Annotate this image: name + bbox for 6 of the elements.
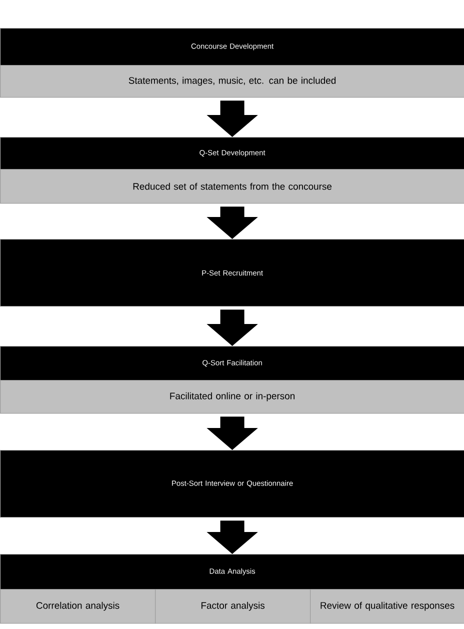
detail-band: Factor analysis <box>155 589 311 624</box>
detail-band: Correlation analysis <box>0 589 156 624</box>
detail-band: Reduced set of statements from the concourse <box>0 169 464 204</box>
detail-band: Facilitated online or in-person <box>0 380 464 414</box>
detail-band: Statements, images, music, etc. can be included <box>0 65 464 98</box>
detail-band: Review of qualitative responses <box>310 589 464 624</box>
